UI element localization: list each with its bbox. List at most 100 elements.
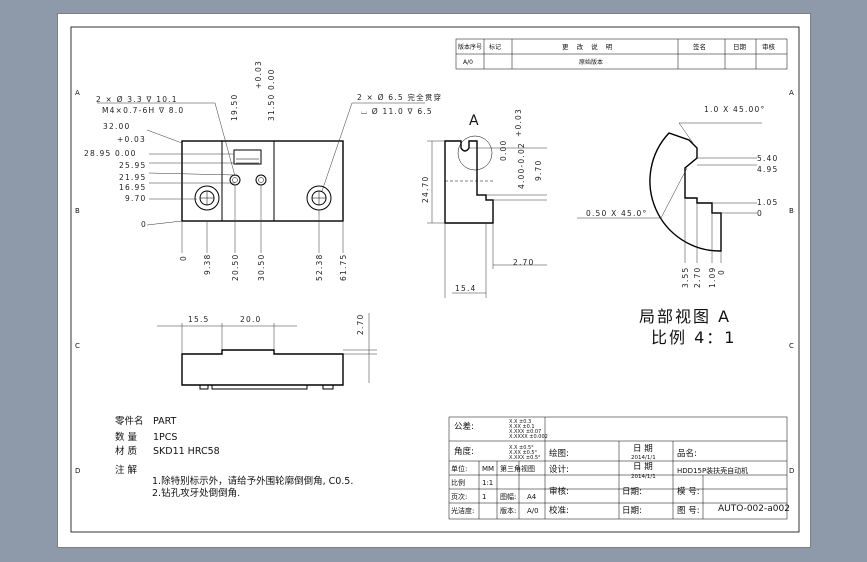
dim-label: 25.95	[119, 161, 146, 170]
projection: 第三角视图	[500, 464, 535, 473]
dim-label: 0	[717, 269, 726, 275]
qty-value: 1PCS	[153, 432, 177, 443]
dim-label: +0.03	[254, 60, 263, 89]
date-label-short: 日期:	[622, 506, 642, 516]
date-label-short: 日期:	[622, 487, 642, 497]
dim-label: 3.55	[681, 267, 690, 289]
zone-letter: A	[789, 89, 794, 97]
tolerance-value: X.X ±0.3	[509, 419, 531, 425]
dim-label: 32.00	[103, 122, 130, 131]
tolerance-label: 公差:	[454, 421, 474, 432]
material-value: SKD11 HRC58	[153, 446, 220, 457]
dim-label: +0.03	[514, 108, 523, 137]
zone-letter: B	[789, 207, 794, 215]
dim-label: 52.38	[315, 254, 324, 281]
design-label: 设计:	[549, 464, 569, 475]
dim-label: 9.70	[125, 194, 147, 203]
material-label: 材 质	[115, 445, 138, 457]
revision-header-cell: 标记	[489, 43, 501, 51]
date-label: 日 期	[633, 444, 653, 454]
dim-label: 4.95	[757, 165, 779, 174]
engineering-drawing: A B C D A B C D 版本序号 标记 更 改 说 明 签名 日期	[57, 13, 811, 548]
bottom-view	[157, 313, 377, 390]
zone-letter: D	[75, 467, 80, 475]
zone-letter: C	[75, 342, 80, 350]
dim-note: 2 × Ø 3.3 ∇ 10.1	[96, 95, 178, 104]
dim-note: 2 × Ø 6.5 完全贯穿	[357, 92, 442, 102]
revision-table: 版本序号 标记 更 改 说 明 签名 日期 审核 A/0 原始版本	[455, 38, 788, 70]
sheet-border	[57, 13, 811, 548]
note-1: 1.除特别标示外，请给予外围轮廓倒倒角, C0.5.	[152, 475, 353, 487]
zone-letter: B	[75, 207, 80, 215]
pages-label: 页次:	[451, 492, 467, 501]
dim-label: 21.95	[119, 173, 146, 182]
dim-label: 1.09	[708, 267, 717, 289]
dim-label: 1.05	[757, 198, 779, 207]
drawing-no-value: AUTO-002-a002	[718, 504, 790, 514]
dim-note: M4×0.7-6H ∇ 8.0	[102, 106, 184, 115]
zone-letter: D	[789, 467, 794, 475]
qty-label: 数 量	[115, 431, 138, 443]
product-label: 品名:	[677, 448, 697, 459]
date-value: 2014/1/1	[631, 455, 656, 461]
side-view	[427, 135, 547, 298]
dim-label: +0.03	[117, 135, 146, 144]
dim-label: 61.75	[339, 254, 348, 281]
finish-label: 光洁度:	[451, 506, 474, 515]
check-label: 校准:	[549, 505, 569, 516]
dim-label: 31.50 0.00	[267, 68, 276, 121]
dim-label: 4.00-0.02	[517, 142, 526, 189]
dim-label: 30.50	[257, 254, 266, 281]
part-info: 零件名 PART 数 量 1PCS 材 质 SKD11 HRC58 注 解 1.…	[115, 415, 353, 499]
angle-value: X.X ±0.5°	[509, 445, 534, 451]
product-value: HDD15P装扶壳自动机	[677, 466, 748, 475]
part-name-value: PART	[153, 416, 177, 427]
view-label-a: A	[469, 113, 479, 129]
date-label: 日 期	[633, 462, 653, 472]
version-label: 版本:	[500, 506, 516, 515]
detail-caption: 局部视图 A	[639, 307, 731, 326]
dim-label: 19.50	[230, 94, 239, 121]
zone-letter: A	[75, 89, 80, 97]
version-value: A/0	[527, 507, 539, 515]
dim-label: 2.70	[356, 314, 365, 336]
dim-label: 9.38	[203, 254, 212, 276]
dim-label: 20.50	[231, 254, 240, 281]
detail-view-a	[577, 122, 762, 263]
revision-header-cell: 签名	[693, 42, 706, 51]
angle-value: X.XX ±0.5°	[509, 450, 538, 456]
note-2: 2.钻孔攻牙处倒倒角.	[152, 487, 240, 499]
drawing-sheet: A B C D A B C D 版本序号 标记 更 改 说 明 签名 日期	[57, 13, 811, 548]
revision-header-cell: 审核	[762, 42, 776, 51]
dim-label: 1.0 X 45.00°	[704, 105, 765, 114]
dim-label: 28.95 0.00	[84, 149, 137, 158]
angle-value: X.XXX ±0.5°	[509, 455, 541, 461]
pages-value: 1	[482, 493, 486, 501]
notes-label: 注 解	[115, 464, 138, 476]
tolerance-value: X.XXXX ±0.002	[509, 434, 548, 440]
drawing-no-label: 图 号:	[677, 506, 700, 516]
scale-label: 比例	[451, 478, 465, 487]
detail-scale: 比例 4：1	[651, 328, 736, 347]
tolerance-value: X.XXX ±0.07	[509, 429, 541, 435]
draw-label: 绘图:	[549, 448, 569, 459]
angle-label: 角度:	[454, 446, 474, 457]
dim-label: 24.70	[421, 176, 430, 203]
size-label: 图幅:	[500, 492, 516, 501]
date-value: 2014/1/1	[631, 474, 656, 480]
dim-label: 0.00	[499, 140, 508, 162]
dim-label: 9.70	[534, 160, 543, 182]
unit-value: MM	[482, 465, 494, 473]
tolerance-value: X.XX ±0.1	[509, 424, 535, 430]
dim-label: 0	[757, 209, 763, 218]
front-view	[97, 102, 425, 253]
dim-label: 0	[141, 220, 147, 229]
revision-header-cell: 日期	[733, 43, 747, 51]
dim-label: 2.70	[693, 267, 702, 289]
drawing-border	[70, 26, 800, 533]
review-label: 审核:	[549, 486, 569, 497]
zone-letter: C	[789, 342, 794, 350]
scale-value: 1:1	[482, 479, 493, 487]
dim-label: 20.0	[240, 315, 262, 324]
